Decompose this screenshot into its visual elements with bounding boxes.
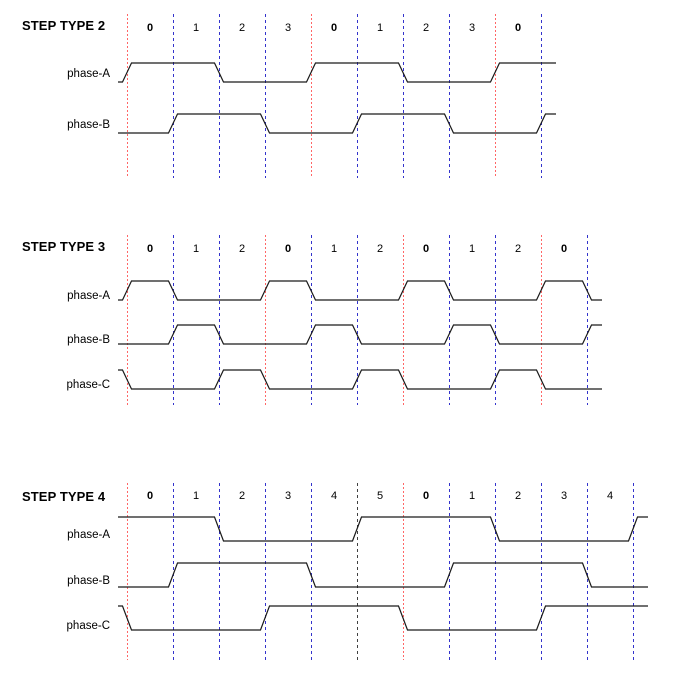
waveform-phase-B [118, 324, 602, 345]
step-number: 0 [514, 22, 522, 34]
phase-label-phase-A: phase-A [67, 68, 110, 80]
phase-label-phase-B: phase-B [67, 119, 110, 131]
step-number: 1 [192, 490, 200, 502]
diagram-title: STEP TYPE 4 [22, 489, 106, 504]
step-number: 1 [192, 243, 200, 255]
step-number: 3 [468, 22, 476, 34]
waveform-phase-A [118, 280, 602, 301]
step-number: 2 [238, 243, 246, 255]
phase-label-phase-C: phase-C [66, 620, 110, 632]
phase-label-phase-B: phase-B [67, 575, 110, 587]
waveform-phase-C [118, 605, 648, 631]
step-number: 3 [284, 22, 292, 34]
step-number: 0 [146, 22, 154, 34]
step-number: 2 [514, 490, 522, 502]
step-number: 1 [376, 22, 384, 34]
step-number: 0 [284, 243, 292, 255]
phase-label-phase-A: phase-A [67, 290, 110, 302]
step-number: 1 [468, 243, 476, 255]
step-number: 3 [560, 490, 568, 502]
waveform-phase-A [118, 62, 556, 83]
step-number: 0 [146, 490, 154, 502]
waveform-phase-A [118, 516, 648, 542]
step-number: 0 [330, 22, 338, 34]
diagram-title: STEP TYPE 3 [22, 239, 106, 254]
step-number: 0 [146, 243, 154, 255]
step-number: 2 [238, 490, 246, 502]
step-number: 2 [422, 22, 430, 34]
step-number: 1 [330, 243, 338, 255]
step-number: 0 [422, 243, 430, 255]
waveform-phase-B [118, 562, 648, 588]
step-number: 5 [376, 490, 384, 502]
diagram-title: STEP TYPE 2 [22, 18, 106, 33]
step-number: 4 [330, 490, 338, 502]
step-number: 4 [606, 490, 614, 502]
step-number: 2 [514, 243, 522, 255]
step-number: 2 [376, 243, 384, 255]
step-number: 1 [192, 22, 200, 34]
step-number: 3 [284, 490, 292, 502]
step-number: 0 [560, 243, 568, 255]
phase-label-phase-A: phase-A [67, 529, 110, 541]
step-number: 2 [238, 22, 246, 34]
phase-label-phase-C: phase-C [66, 379, 110, 391]
phase-label-phase-B: phase-B [67, 334, 110, 346]
waveform-phase-C [118, 369, 602, 390]
step-number: 0 [422, 490, 430, 502]
step-number: 1 [468, 490, 476, 502]
waveform-phase-B [118, 113, 556, 134]
